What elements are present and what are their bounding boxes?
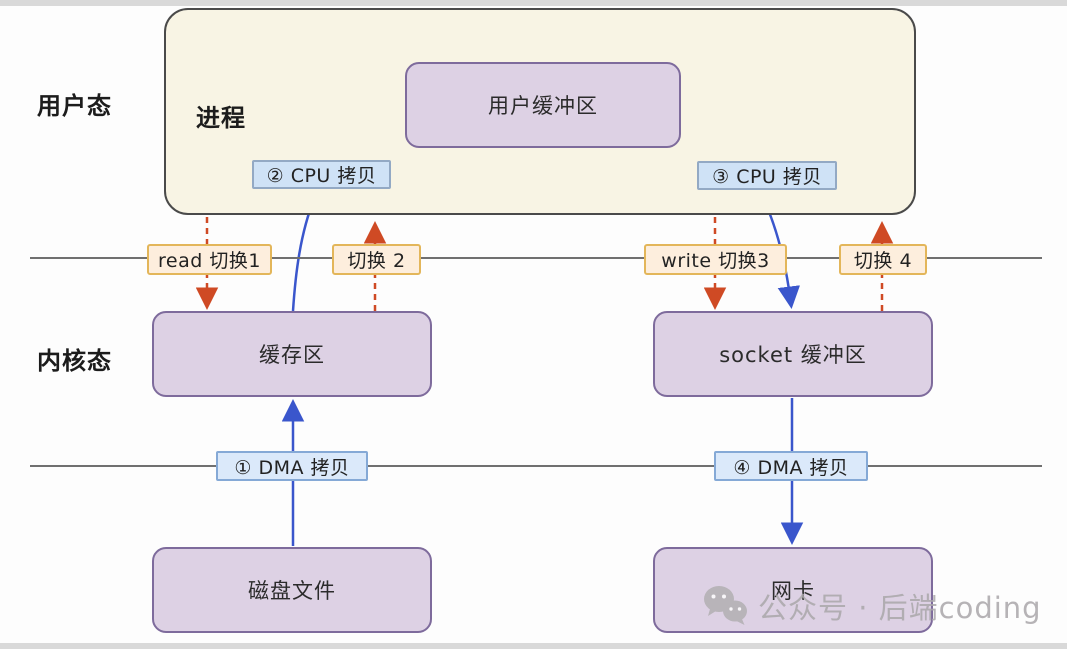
- user-kernel-boundary-line: [30, 257, 1042, 259]
- frame-edge-top: [0, 0, 1067, 6]
- switch-4-label: 切换 4: [839, 244, 927, 275]
- dma-copy-4-label: ④ DMA 拷贝: [714, 451, 868, 481]
- write-switch-3-label: write 切换3: [644, 244, 787, 275]
- kernel-mode-label: 内核态: [37, 347, 112, 375]
- user-mode-label: 用户态: [37, 92, 112, 120]
- watermark: 公众号 · 后端coding: [700, 583, 1042, 629]
- cpu-copy-2-label: ② CPU 拷贝: [252, 160, 391, 189]
- socket-buffer-node: socket 缓冲区: [653, 311, 933, 397]
- wechat-icon: [704, 586, 747, 625]
- kernel-buffer-node: 缓存区: [152, 311, 432, 397]
- process-label: 进程: [196, 104, 246, 132]
- cpu-copy-3-label: ③ CPU 拷贝: [697, 161, 837, 190]
- read-switch-1-label: read 切换1: [147, 244, 272, 275]
- switch-2-label: 切换 2: [332, 244, 421, 275]
- user-buffer-node: 用户缓冲区: [405, 62, 681, 148]
- network-card-node: 网卡: [653, 547, 933, 633]
- disk-file-node: 磁盘文件: [152, 547, 432, 633]
- frame-edge-bottom: [0, 643, 1067, 649]
- kernel-hardware-boundary-line: [30, 465, 1042, 467]
- dma-copy-1-label: ① DMA 拷贝: [216, 451, 368, 481]
- watermark-text: 公众号 · 后端coding: [758, 591, 1042, 625]
